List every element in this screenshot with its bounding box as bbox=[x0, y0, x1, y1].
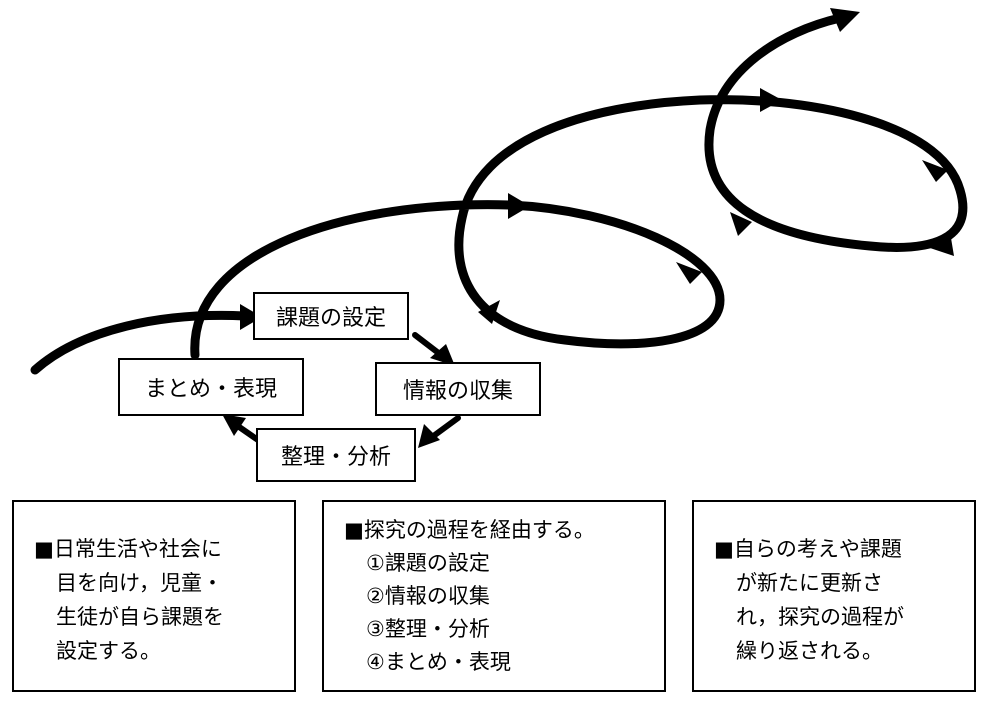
lead-in-arrow-path bbox=[30, 311, 250, 375]
note-line: 目を向け，児童・ bbox=[56, 571, 223, 595]
note-line: が新たに更新さ bbox=[736, 571, 883, 595]
note-line: 生徒が自ら課題を bbox=[56, 605, 224, 629]
arrowhead bbox=[676, 262, 702, 284]
step-setting-box: 課題の設定 bbox=[253, 292, 409, 340]
note-line: ■日常生活や社会に bbox=[34, 537, 222, 561]
step-analysis-box: 整理・分析 bbox=[256, 428, 416, 482]
arrowhead bbox=[418, 424, 440, 448]
note-line: れ，探究の過程が bbox=[736, 605, 904, 629]
note-box-3: ■自らの考えや課題 が新たに更新さ れ，探究の過程が 繰り返される。 bbox=[692, 500, 976, 692]
step-analysis-label: 整理・分析 bbox=[280, 445, 391, 470]
arrowhead bbox=[730, 212, 752, 236]
step-collection-label: 情報の収集 bbox=[402, 379, 513, 404]
arrowhead bbox=[760, 88, 782, 112]
step-summary-label: まとめ・表現 bbox=[144, 377, 277, 402]
note-line: ■自らの考えや課題 bbox=[714, 537, 902, 561]
arrowhead bbox=[240, 304, 262, 330]
step-summary-box: まとめ・表現 bbox=[118, 358, 304, 416]
step-setting-label: 課題の設定 bbox=[275, 306, 386, 331]
note-box-1: ■日常生活や社会に 目を向け，児童・ 生徒が自ら課題を 設定する。 bbox=[12, 500, 296, 692]
arrowhead bbox=[430, 344, 455, 366]
note-line: ③整理・分析 bbox=[366, 617, 490, 641]
note-line: ④まとめ・表現 bbox=[366, 650, 511, 674]
note-line: ①課題の設定 bbox=[366, 551, 490, 575]
note-line: ■探究の過程を経由する。 bbox=[344, 518, 595, 542]
note-line: ②情報の収集 bbox=[366, 584, 490, 608]
arrowhead bbox=[478, 300, 500, 324]
arrowhead bbox=[830, 8, 860, 32]
arrowhead bbox=[930, 232, 954, 256]
arrowhead bbox=[508, 193, 530, 219]
note-line: 繰り返される。 bbox=[736, 639, 883, 663]
arrowhead bbox=[222, 414, 246, 436]
step-collection-box: 情報の収集 bbox=[375, 362, 541, 416]
note-box-2: ■探究の過程を経由する。 ①課題の設定 ②情報の収集 ③整理・分析 ④まとめ・表… bbox=[322, 500, 666, 692]
note-line: 設定する。 bbox=[56, 639, 161, 663]
spiral-path bbox=[190, 13, 968, 360]
arrowhead bbox=[922, 160, 948, 182]
